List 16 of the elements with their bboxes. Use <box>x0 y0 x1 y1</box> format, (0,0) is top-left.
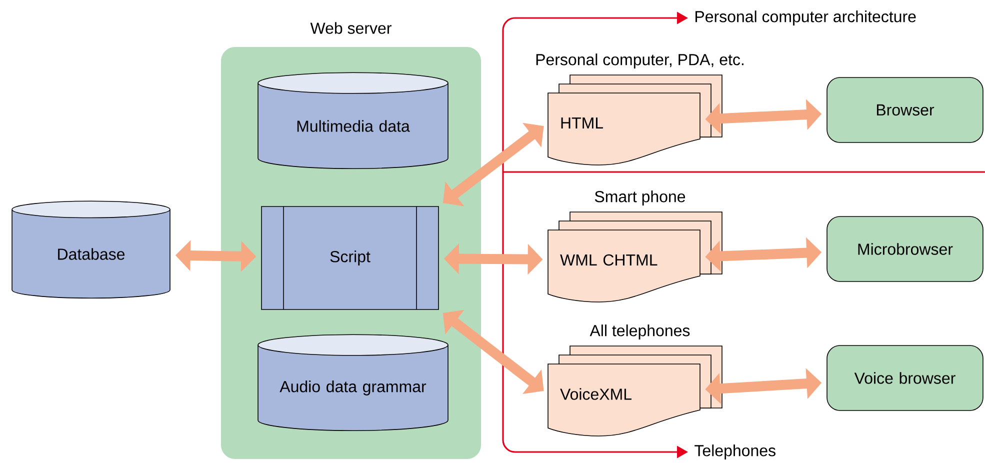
box-heading: Web server <box>310 22 392 34</box>
node-caption: All telephones <box>590 324 690 340</box>
browser-box: Voice browser <box>826 345 984 411</box>
direction-label: Telephones <box>694 444 776 460</box>
node-caption: Personal computer, PDA, etc. <box>536 54 744 68</box>
document-stack: HTML <box>548 74 722 166</box>
node-caption: Smart phone <box>594 190 686 206</box>
browser-box: Microbrowser <box>826 216 984 282</box>
direction-label: Personal computer architecture <box>696 10 916 26</box>
cylinder: Multimedia data <box>258 72 448 169</box>
cylinder: Audio data grammar <box>258 334 448 431</box>
script-box: Script <box>261 206 439 310</box>
document-stack: VoiceXML <box>548 346 722 436</box>
browser-box: Browser <box>826 77 984 143</box>
cylinder: Database <box>12 200 170 299</box>
document-stack: WML CHTML <box>548 212 722 302</box>
